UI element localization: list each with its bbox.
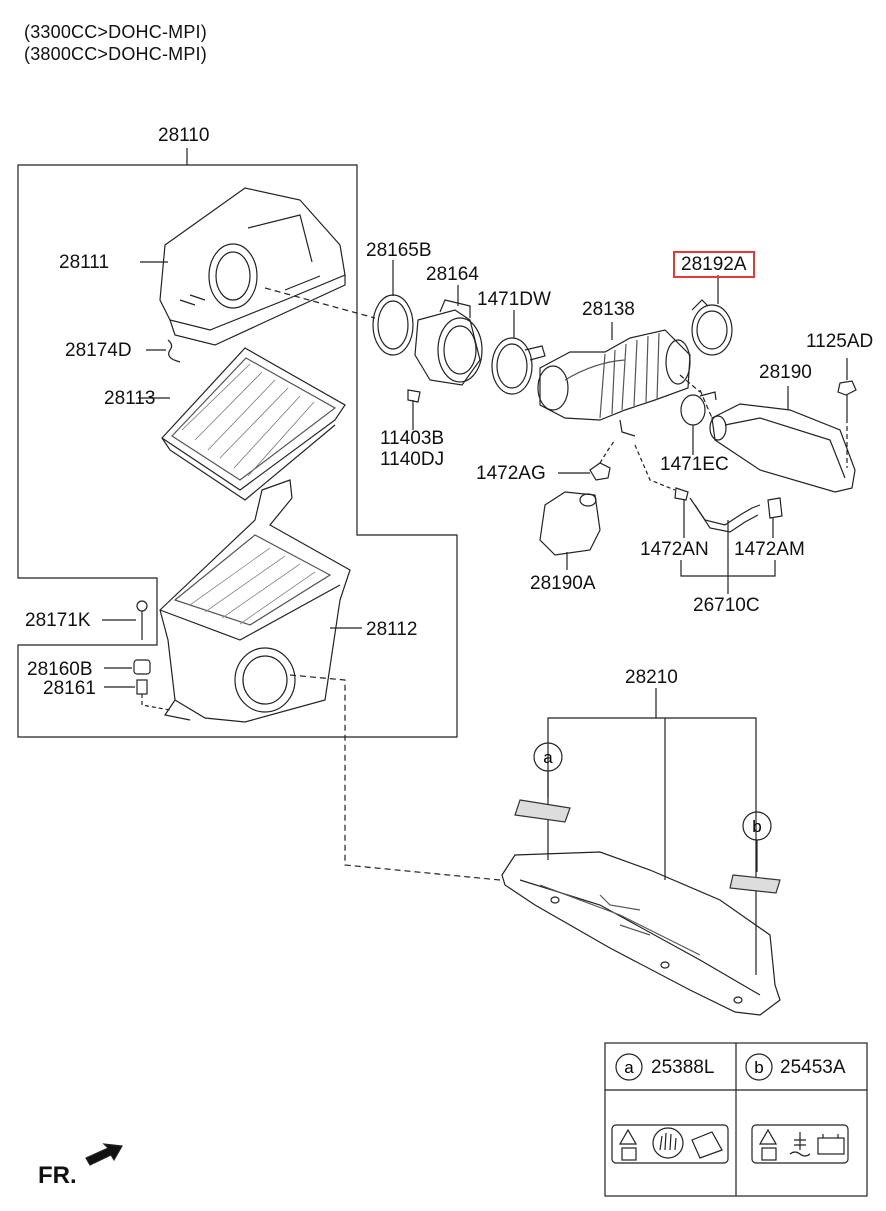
maf-sensor-28164-drawing [414, 285, 483, 386]
callout-b-letter: b [752, 817, 761, 836]
air-cleaner-body-drawing [159, 479, 362, 723]
label-1471DW: 1471DW [477, 289, 551, 310]
small-fasteners-drawing [102, 600, 171, 711]
label-28174D: 28174D [65, 340, 132, 361]
legend-b-letter: b [754, 1058, 763, 1077]
intake-hose-28138-drawing [537, 322, 691, 437]
front-direction-label: FR. [38, 1162, 77, 1189]
label-28165B: 28165B [366, 240, 432, 261]
clip-28174D-drawing [146, 339, 181, 363]
o-ring-28165B-drawing [372, 294, 414, 356]
label-1472AN: 1472AN [640, 539, 709, 560]
label-28113: 28113 [104, 388, 156, 409]
label-28161: 28161 [43, 678, 96, 699]
legend-a-letter: a [624, 1058, 634, 1077]
callout-b-circle [742, 811, 772, 841]
bolt-1125AD-drawing [837, 358, 857, 468]
front-direction-arrow [85, 1143, 123, 1166]
label-28190: 28190 [759, 362, 812, 383]
label-28171K: 28171K [25, 610, 91, 631]
label-28210: 28210 [625, 667, 678, 688]
legend-a-part-number: 25388L [651, 1057, 715, 1078]
label-28164: 28164 [426, 264, 479, 285]
air-cleaner-cover-drawing [140, 187, 346, 346]
label-28111: 28111 [59, 252, 110, 273]
label-11403B: 11403B [380, 428, 445, 449]
label-1125AD: 1125AD [806, 331, 874, 352]
vacuum-hose-26710C-drawing [634, 444, 783, 594]
label-28112: 28112 [366, 619, 418, 640]
callout-a-letter: a [543, 748, 553, 767]
label-28110: 28110 [158, 125, 210, 146]
label-1472AM: 1472AM [734, 539, 805, 560]
label-28192A[interactable]: 28192A [673, 251, 755, 278]
legend-b-part-number: 25453A [780, 1057, 846, 1078]
label-28160B: 28160B [27, 659, 93, 680]
label-1140DJ: 1140DJ [380, 449, 445, 470]
legend-table [604, 1042, 868, 1197]
bolt-11403B-drawing [407, 389, 421, 425]
label-26710C: 26710C [693, 595, 760, 616]
engine-spec-line-2: (3800CC>DOHC-MPI) [24, 44, 207, 64]
assembly-28110-bracket [17, 164, 458, 738]
engine-spec-line-1: (3300CC>DOHC-MPI) [24, 22, 207, 42]
clamp-28192A-drawing [691, 304, 733, 356]
clamp-1471DW-drawing [491, 337, 533, 395]
label-28190A: 28190A [530, 573, 596, 594]
label-1472AG: 1472AG [476, 463, 546, 484]
label-1471EC: 1471EC [660, 454, 729, 475]
resonator-duct-28190-drawing [699, 386, 856, 493]
reservoir-28190A-drawing [539, 439, 616, 570]
clamp-1471EC-drawing [680, 394, 706, 426]
label-28138: 28138 [582, 299, 635, 320]
callout-a-circle [533, 742, 563, 772]
air-filter-element-drawing [138, 347, 346, 501]
intake-duct-28210-drawing [289, 674, 781, 1016]
